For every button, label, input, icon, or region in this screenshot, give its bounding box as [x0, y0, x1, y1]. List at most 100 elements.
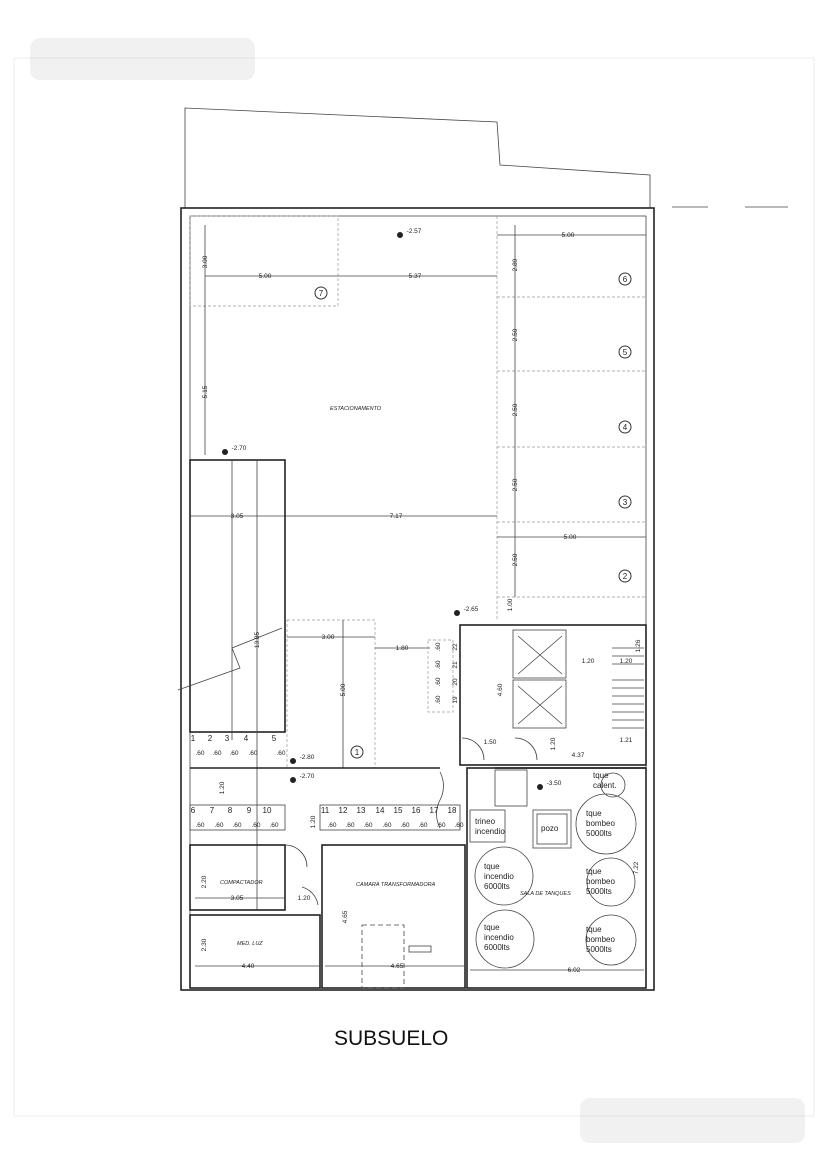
moto-space-number: 8 — [228, 806, 233, 815]
dimension-label: 5.37 — [409, 273, 422, 280]
moto-space-number: 16 — [412, 806, 421, 815]
moto-width-label: .60 — [436, 822, 445, 829]
moto-space-number: 14 — [376, 806, 385, 815]
dimension-label: 3.05 — [231, 895, 244, 902]
tank-heater — [600, 772, 626, 798]
pozo-label: pozo — [541, 824, 559, 833]
level-marker-icon — [290, 758, 296, 764]
level-marker-icon — [454, 610, 460, 616]
moto-space-number: 11 — [321, 806, 330, 815]
moto-width-label: .60 — [454, 822, 463, 829]
tank-labels: tque calent. tque bombeo 5000lts tque bo… — [484, 771, 617, 954]
stall-width-label: .60 — [435, 695, 442, 704]
moto-space-number: 7 — [210, 806, 215, 815]
outer-wall — [180, 207, 655, 991]
parking-space-circle — [618, 272, 632, 286]
parking-space-number: 6 — [623, 275, 628, 284]
moto-width-label: .60 — [251, 822, 260, 829]
compactador-room — [189, 844, 286, 911]
dimension-label: 5.00 — [562, 232, 575, 239]
tank-room — [466, 767, 647, 989]
plan-title: SUBSUELO — [334, 1027, 448, 1050]
inner-wall — [189, 215, 647, 989]
parking-space-number: 3 — [623, 498, 628, 507]
stall-number: 19 — [452, 696, 459, 704]
level-label: -2.57 — [407, 228, 422, 235]
moto-space-number: 3 — [225, 734, 230, 743]
dimension-label: 13.85 — [254, 631, 261, 648]
dimension-label: 2.20 — [201, 875, 208, 888]
dimension-label: 3.05 — [231, 513, 244, 520]
tank-label: 5000lts — [586, 945, 612, 954]
moto-width-label: .60 — [195, 750, 204, 757]
stall-number: 22 — [452, 643, 459, 651]
dimension-label: 1.20 — [582, 658, 595, 665]
tank-pump-1 — [575, 793, 637, 855]
moto-width-label: .60 — [248, 750, 257, 757]
tanks — [474, 772, 637, 969]
moto-space-number: 13 — [357, 806, 366, 815]
dimension-label: 5.00 — [259, 273, 272, 280]
dimension-label: 4.65 — [342, 910, 349, 923]
parking-space-number: 2 — [623, 572, 628, 581]
tank-label: tque — [586, 925, 602, 934]
moto-width-label: .60 — [195, 822, 204, 829]
dimension-label: 2.50 — [512, 553, 519, 566]
stairs-down — [494, 769, 528, 807]
tank-label: tque — [484, 862, 500, 871]
tank-label: tque — [586, 809, 602, 818]
level-marker-icon — [290, 777, 296, 783]
moto-space-numbers: 1.602.603.604.605.606.607.608.609.6010.6… — [191, 642, 464, 829]
service-rooms — [189, 737, 647, 989]
dimension-label: 2.30 — [201, 938, 208, 951]
dimension-label: 4.60 — [497, 683, 504, 696]
tank-label: tque — [593, 771, 609, 780]
dimension-label: 3.00 — [202, 255, 209, 268]
core — [459, 624, 647, 807]
trineo-label: incendio — [475, 827, 505, 836]
moto-space-number: 15 — [394, 806, 403, 815]
level-label: -3.50 — [547, 780, 562, 787]
moto-space-number: 2 — [208, 734, 213, 743]
tank-label: 5000lts — [586, 887, 612, 896]
elevator-2 — [512, 679, 567, 729]
moto-space-number: 10 — [263, 806, 272, 815]
lot-outline — [184, 107, 651, 208]
tank-fire-1 — [474, 846, 534, 906]
tank-label: 6000lts — [484, 943, 510, 952]
page-border — [13, 57, 815, 1117]
trineo-box — [469, 809, 506, 843]
room-label-med-luz: MED. LUZ — [237, 941, 263, 947]
stall-width-label: .60 — [435, 677, 442, 686]
dimension-label: 1.20 — [219, 781, 226, 794]
dimension-label: 1.80 — [396, 645, 409, 652]
moto-space-number: 4 — [244, 734, 249, 743]
stall-number: 20 — [452, 678, 459, 686]
moto-width-label: .60 — [212, 750, 221, 757]
dimension-label: 1.26 — [635, 639, 642, 652]
pozo-box — [532, 809, 572, 849]
tank-label: incendio — [484, 933, 514, 942]
moto-space-number: 12 — [339, 806, 348, 815]
tank-pump-2 — [586, 857, 636, 907]
parking-space-number: 5 — [623, 348, 628, 357]
moto-width-label: .60 — [363, 822, 372, 829]
tank-label: tque — [586, 867, 602, 876]
stall-width-label: .60 — [435, 642, 442, 651]
tank-pump-3 — [585, 914, 637, 966]
room-label-camara: CAMARA TRANSFORMADORA — [356, 882, 436, 888]
level-label: -2.65 — [464, 606, 479, 613]
dimension-label: 5.15 — [202, 385, 209, 398]
parking-space-number: 1 — [355, 748, 360, 757]
dimension-label: 5.00 — [340, 683, 347, 696]
tank-label: tque — [484, 923, 500, 932]
dimension-label: 7.17 — [390, 513, 403, 520]
dimension-label: 1.00 — [507, 598, 514, 611]
level-label: -2.80 — [300, 754, 315, 761]
moto-width-label: .60 — [327, 822, 336, 829]
parking-space-circle — [618, 345, 632, 359]
moto-width-label: .60 — [276, 750, 285, 757]
moto-space-number: 18 — [448, 806, 457, 815]
